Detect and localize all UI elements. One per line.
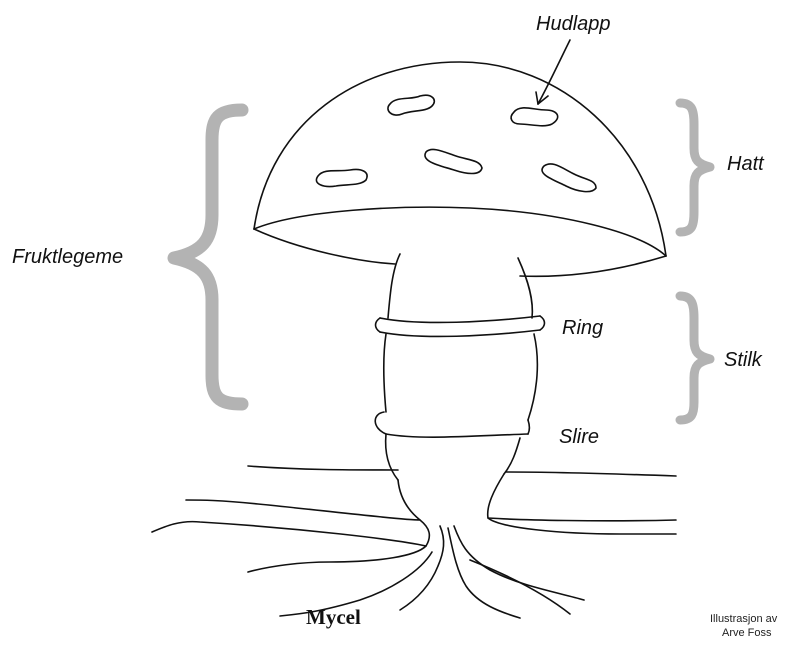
label-stilk: Stilk <box>724 349 763 371</box>
label-fruktlegeme: Fruktlegeme <box>12 246 123 268</box>
stem <box>384 254 538 420</box>
label-ring: Ring <box>562 317 603 339</box>
label-slire: Slire <box>559 426 599 448</box>
label-hudlapp: Hudlapp <box>536 13 611 35</box>
brace-stilk <box>680 296 710 420</box>
cap <box>254 62 666 276</box>
brace-fruktlegeme <box>174 110 242 404</box>
ring <box>376 316 545 336</box>
label-hatt: Hatt <box>727 153 765 175</box>
credit-line-1: Illustrasjon av <box>710 613 778 625</box>
skin-patch <box>316 169 367 186</box>
skin-patch <box>425 149 482 173</box>
brace-hatt <box>680 103 710 232</box>
skin-patches <box>316 95 596 191</box>
arrow-icon <box>536 40 570 104</box>
ground <box>248 466 676 476</box>
skin-patch <box>388 95 434 115</box>
label-mycel: Mycel <box>306 605 361 629</box>
credit-line-2: Arve Foss <box>722 627 772 639</box>
skin-patch <box>542 164 596 192</box>
skin-patch <box>511 108 558 126</box>
mycelium <box>152 474 676 618</box>
